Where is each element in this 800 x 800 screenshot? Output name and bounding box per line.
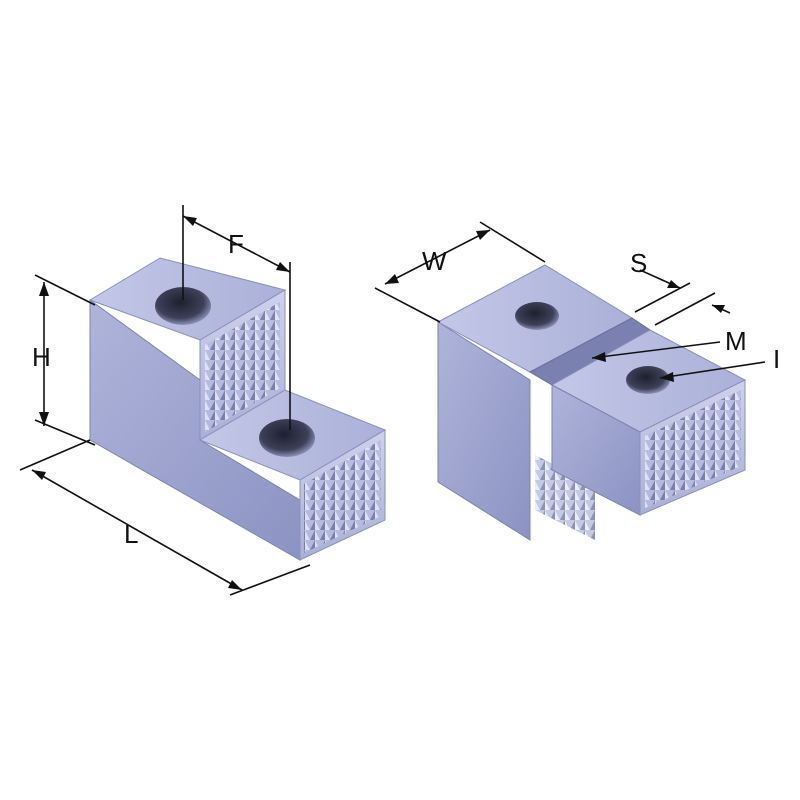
arrowheads — [32, 216, 725, 590]
h-arrowhead-top — [39, 282, 49, 296]
right-jaw — [436, 264, 747, 541]
i-leader-line — [659, 361, 766, 379]
w-dimension-line — [384, 229, 491, 285]
right-jaw-upper-hole — [515, 302, 559, 330]
l-arrowhead-right — [228, 580, 242, 590]
i-arrowhead — [660, 372, 674, 382]
l-arrowhead-left — [32, 470, 46, 480]
h-extension-bottom — [34, 419, 96, 446]
label-l: L — [124, 519, 138, 549]
w-arrowhead-left — [385, 274, 399, 284]
w-extension-right — [479, 221, 546, 263]
left-jaw-lower-hole — [259, 419, 315, 457]
left-jaw-lower-serrations — [304, 440, 381, 553]
label-f: F — [228, 229, 244, 259]
label-m: M — [725, 326, 747, 356]
right-jaw-side-face — [437, 321, 531, 541]
right-jaw-lower-hole — [626, 366, 670, 394]
f-arrowhead-right — [276, 262, 290, 272]
right-jaw-tongue-serrations — [645, 390, 741, 508]
w-extension-left — [374, 287, 441, 323]
s-extension-right — [654, 292, 716, 326]
label-h: H — [32, 342, 51, 372]
left-jaw-upper-hole — [155, 287, 211, 325]
l-extension-right — [229, 564, 311, 596]
f-arrowhead-left — [183, 216, 197, 226]
h-extension-top — [34, 274, 96, 306]
s-arrowhead-right — [712, 305, 725, 313]
label-s: S — [630, 248, 647, 278]
left-jaw-upper-serrations — [205, 302, 280, 432]
l-dimension-line — [31, 469, 243, 591]
l-extension-left — [19, 439, 91, 471]
left-jaw — [88, 257, 387, 561]
dimension-lines — [19, 205, 766, 596]
right-jaw-under-serrations — [535, 455, 595, 540]
h-arrowhead-bottom — [39, 412, 49, 426]
label-w: W — [422, 246, 447, 276]
s-extension-left — [634, 282, 691, 313]
f-dimension-line — [182, 215, 291, 273]
w-arrowhead-right — [476, 230, 490, 240]
m-arrowhead — [592, 352, 606, 362]
s-arrowhead-left — [667, 280, 680, 288]
label-i: I — [773, 344, 780, 374]
m-leader-line — [591, 341, 721, 359]
